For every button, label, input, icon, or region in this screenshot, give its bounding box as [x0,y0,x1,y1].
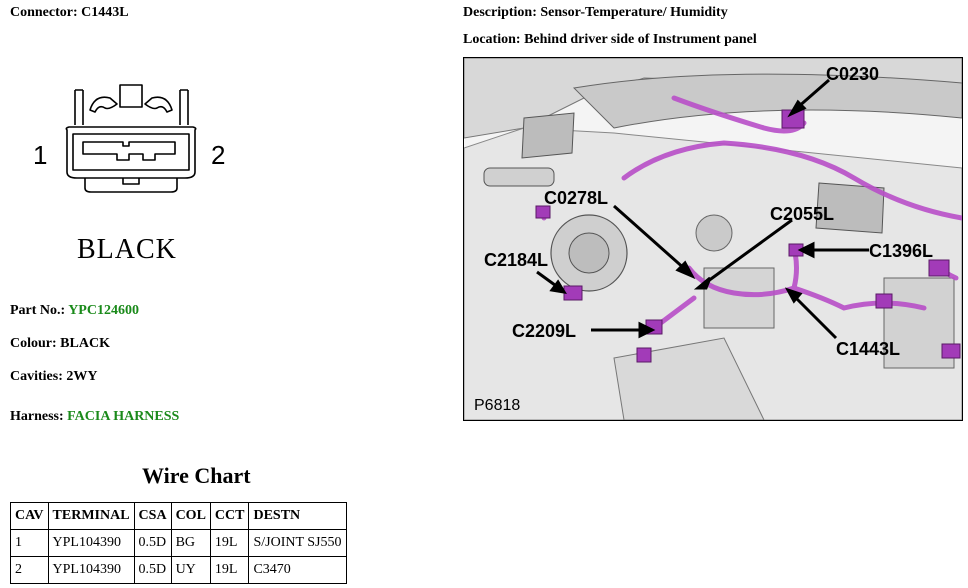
connector-outline-icon: 1 2 BLACK [33,84,225,265]
table-row: 2 YPL104390 0.5D UY 19L C3470 [10,556,347,584]
cell-col: UY [170,556,211,584]
description-value: Sensor-Temperature/ Humidity [540,5,728,20]
figure-number: P6818 [474,397,520,414]
colour-value: BLACK [60,336,110,351]
pin-2-label: 2 [211,140,225,170]
connector-value: C1443L [81,5,129,20]
location-heading: Location: Behind driver side of Instrume… [463,32,757,48]
part-number-link[interactable]: YPC124600 [68,303,139,318]
colour-label: Colour: [10,336,57,351]
harness-link[interactable]: FACIA HARNESS [67,409,180,424]
col-header-col: COL [170,502,211,530]
pin-1-label: 1 [33,140,47,170]
cell-terminal: YPL104390 [47,529,135,557]
wire-chart: CAV TERMINAL CSA COL CCT DESTN 1 YPL1043… [10,502,347,584]
col-header-csa: CSA [133,502,172,530]
cell-col: BG [170,529,211,557]
wire-chart-table: CAV TERMINAL CSA COL CCT DESTN 1 YPL1043… [10,502,347,584]
col-header-destn: DESTN [248,502,347,530]
connector-label: Connector: [10,5,78,20]
dashboard-illustration: C0230 C0278L C2055L C2184L C1396L C2209L… [464,58,962,420]
callout-c0230: C0230 [826,64,879,84]
cell-destn: C3470 [248,556,347,584]
cell-cct: 19L [209,556,250,584]
part-number-label: Part No.: [10,303,66,318]
cavities-label: Cavities: [10,369,63,384]
callout-c0278l: C0278L [544,188,608,208]
wire-chart-title: Wire Chart [142,463,251,488]
callout-c2184l: C2184L [484,250,548,270]
description-label: Description: [463,5,537,20]
cavities-line: Cavities: 2WY [10,369,98,385]
cell-cav: 1 [10,529,49,557]
connector-face-diagram: 1 2 BLACK [25,80,245,270]
location-label: Location: [463,32,521,47]
colour-line: Colour: BLACK [10,336,110,352]
cell-destn: S/JOINT SJ550 [248,529,347,557]
cell-csa: 0.5D [133,529,172,557]
cell-cav: 2 [10,556,49,584]
cell-csa: 0.5D [133,556,172,584]
description-heading: Description: Sensor-Temperature/ Humidit… [463,5,728,21]
harness-line: Harness: FACIA HARNESS [10,409,179,425]
callout-c1396l: C1396L [869,241,933,261]
callout-c2055l: C2055L [770,204,834,224]
table-row: 1 YPL104390 0.5D BG 19L S/JOINT SJ550 [10,529,347,557]
wire-chart-header-row: CAV TERMINAL CSA COL CCT DESTN [10,502,347,530]
cell-terminal: YPL104390 [47,556,135,584]
connector-heading: Connector: C1443L [10,5,129,21]
col-header-cav: CAV [10,502,49,530]
col-header-cct: CCT [209,502,250,530]
callout-c1443l: C1443L [836,339,900,359]
cell-cct: 19L [209,529,250,557]
part-number-line: Part No.: YPC124600 [10,303,139,319]
cavities-value: 2WY [66,369,98,384]
connector-colour-label: BLACK [77,234,177,265]
callout-c2209l: C2209L [512,321,576,341]
harness-label: Harness: [10,409,64,424]
location-illustration: C0230 C0278L C2055L C2184L C1396L C2209L… [463,57,963,421]
col-header-terminal: TERMINAL [47,502,135,530]
location-value: Behind driver side of Instrument panel [524,32,757,47]
